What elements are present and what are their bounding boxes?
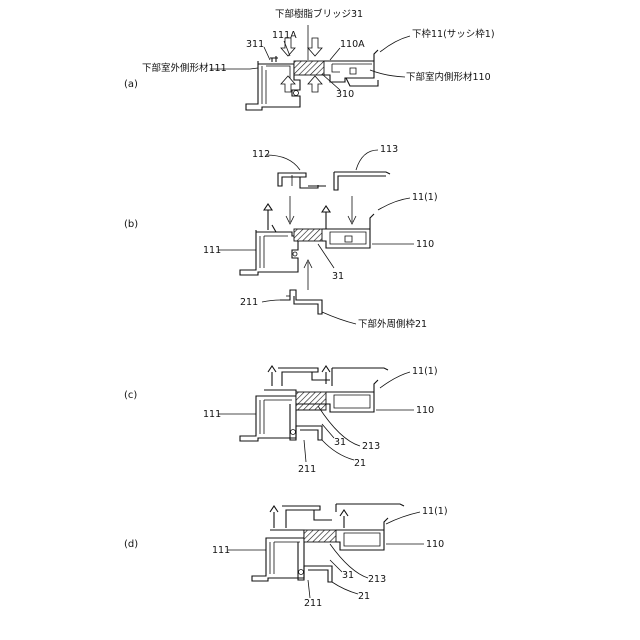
outer-profile-111 bbox=[246, 56, 300, 110]
resin-bridge-31 bbox=[294, 61, 324, 75]
panel-c: (c) bbox=[124, 366, 438, 475]
outer-profile-111-b bbox=[240, 204, 298, 275]
leaders-c bbox=[218, 372, 414, 462]
callout-111-c: 111 bbox=[203, 409, 221, 420]
resin-bridge-31-b bbox=[294, 229, 322, 241]
leaders-d bbox=[228, 512, 424, 598]
callout-sash-11: 下枠11(サッシ枠1) bbox=[412, 28, 495, 40]
panel-d-label: (d) bbox=[124, 539, 138, 550]
callout-211-b: 211 bbox=[240, 297, 258, 308]
inner-profile-110-b bbox=[322, 206, 374, 248]
inner-profile-110 bbox=[324, 50, 378, 86]
leaders-a bbox=[210, 25, 410, 90]
callout-110-c: 110 bbox=[416, 405, 434, 416]
frame-211 bbox=[280, 290, 322, 314]
callout-outer-111: 下部室外側形材111 bbox=[142, 62, 227, 74]
covers-c bbox=[268, 366, 388, 386]
panel-c-label: (c) bbox=[124, 390, 137, 401]
panel-b: (b) bbox=[124, 144, 438, 330]
callout-211-d: 211 bbox=[304, 598, 322, 609]
panel-a-label: (a) bbox=[124, 79, 138, 90]
callout-inner-110: 下部室内側形材110 bbox=[406, 71, 491, 83]
inner-profile-110-c bbox=[326, 380, 378, 412]
outer-profile-111-c bbox=[240, 390, 296, 441]
callout-111-b: 111 bbox=[203, 245, 221, 256]
callout-21-c: 21 bbox=[354, 458, 366, 469]
callout-11-1-b: 11(1) bbox=[412, 192, 438, 203]
callout-112: 112 bbox=[252, 149, 270, 160]
callout-111A: 111A bbox=[272, 30, 297, 41]
assembly-arrows-b bbox=[286, 196, 356, 290]
callout-110-b: 110 bbox=[416, 239, 434, 250]
callout-11-1-c: 11(1) bbox=[412, 366, 438, 377]
panel-d: (d) bbox=[124, 504, 448, 609]
frame-21-d bbox=[298, 542, 332, 582]
panel-a: (a) bbox=[124, 8, 495, 110]
callout-frame-21: 下部外周側枠21 bbox=[358, 318, 427, 330]
resin-bridge-31-d bbox=[304, 530, 336, 542]
callout-311: 311 bbox=[246, 39, 264, 50]
callout-310: 310 bbox=[336, 89, 354, 100]
outer-profile-111-d bbox=[252, 530, 304, 581]
callout-113: 113 bbox=[380, 144, 398, 155]
callout-21-d: 21 bbox=[358, 591, 370, 602]
callout-213-d: 213 bbox=[368, 574, 386, 585]
callout-31-c: 31 bbox=[334, 437, 346, 448]
cover-112 bbox=[278, 173, 326, 188]
callout-bridge-31: 下部樹脂ブリッジ31 bbox=[275, 8, 363, 20]
callout-211-c: 211 bbox=[298, 464, 316, 475]
callout-110A: 110A bbox=[340, 39, 365, 50]
cover-113 bbox=[334, 172, 390, 190]
callout-111-d: 111 bbox=[212, 545, 230, 556]
callout-110-d: 110 bbox=[426, 539, 444, 550]
callout-31-b: 31 bbox=[332, 271, 344, 282]
callout-11-1-d: 11(1) bbox=[422, 506, 448, 517]
panel-b-label: (b) bbox=[124, 219, 138, 230]
callout-31-d: 31 bbox=[342, 570, 354, 581]
callout-213-c: 213 bbox=[362, 441, 380, 452]
resin-bridge-31-c bbox=[296, 392, 326, 404]
